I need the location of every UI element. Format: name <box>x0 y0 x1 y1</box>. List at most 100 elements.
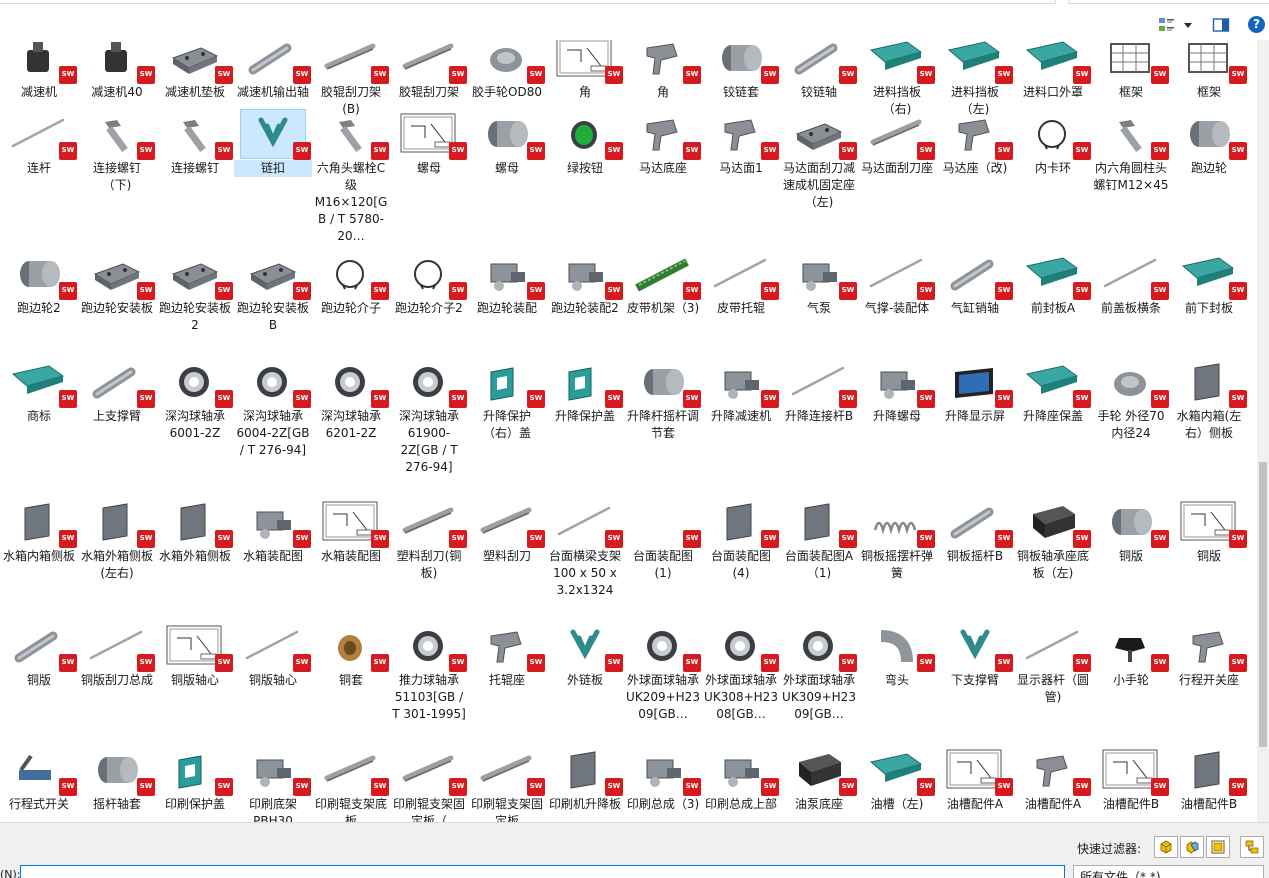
file-item[interactable]: 跑边轮 <box>1170 110 1248 177</box>
file-item[interactable]: 铰链套 <box>702 40 780 101</box>
file-item[interactable]: 水箱外箱侧板(左右) <box>78 498 156 582</box>
file-item[interactable]: 跑边轮2 <box>0 250 78 317</box>
scrollbar-thumb[interactable] <box>1259 462 1267 747</box>
file-item[interactable]: 行程开关座 <box>1170 622 1248 689</box>
search-box[interactable] <box>1068 0 1269 4</box>
file-item[interactable]: 铜版 <box>1092 498 1170 565</box>
file-item[interactable]: 外球面球轴承UK209+H2309[GB… <box>624 622 702 723</box>
file-item[interactable]: 升降显示屏 <box>936 358 1014 425</box>
file-item[interactable]: 印刷辊支架固定板（ <box>390 746 468 822</box>
file-item[interactable]: 连杆 <box>0 110 78 177</box>
file-item[interactable]: 深沟球轴承6004-2Z[GB / T 276-94] <box>234 358 312 459</box>
file-item[interactable]: 跑边轮介子 <box>312 250 390 317</box>
file-item[interactable]: 水箱装配图 <box>234 498 312 565</box>
file-item[interactable]: 铜板摇杆B <box>936 498 1014 565</box>
file-item[interactable]: 台面装配图(1) <box>624 498 702 582</box>
file-item[interactable]: 印刷底架PBH30 <box>234 746 312 822</box>
file-item[interactable]: 行程式开关 <box>0 746 78 813</box>
file-item[interactable]: 升降减速机 <box>702 358 780 425</box>
file-item[interactable]: 前封板A <box>1014 250 1092 317</box>
file-item[interactable]: 油槽配件B <box>1092 746 1170 813</box>
file-item[interactable]: 螺母 <box>390 110 468 177</box>
file-item[interactable]: 推力球轴承51103[GB / T 301-1995] <box>390 622 468 723</box>
file-item[interactable]: 印刷机升降板 <box>546 746 624 813</box>
file-item[interactable]: 显示器杆（圆管) <box>1014 622 1092 706</box>
file-item[interactable]: 升降保护（右）盖 <box>468 358 546 442</box>
filter-drawings-button[interactable] <box>1206 836 1230 858</box>
change-view-button[interactable] <box>1158 16 1176 34</box>
file-item[interactable]: 角 <box>624 40 702 101</box>
file-item[interactable]: 连接螺钉（下) <box>78 110 156 194</box>
file-item[interactable]: 印刷辊支架固定板 <box>468 746 546 822</box>
file-item[interactable]: 铜板轴承座底板（左) <box>1014 498 1092 582</box>
file-item[interactable]: 弯头 <box>858 622 936 689</box>
file-item[interactable]: 外球面球轴承UK309+H2309[GB… <box>780 622 858 723</box>
file-item[interactable]: 气缸销轴 <box>936 250 1014 317</box>
file-item[interactable]: 水箱装配图 <box>312 498 390 565</box>
file-item[interactable]: 马达面刮刀减速成机固定座（左) <box>780 110 858 211</box>
file-item[interactable]: 印刷总成上部 <box>702 746 780 813</box>
file-item[interactable]: 下支撑臂 <box>936 622 1014 689</box>
file-item[interactable]: 绿按钮 <box>546 110 624 177</box>
file-item[interactable]: 跑边轮介子2 <box>390 250 468 317</box>
file-item[interactable]: 上支撑臂 <box>78 358 156 425</box>
file-item[interactable]: 手轮 外径70 内径24 <box>1092 358 1170 442</box>
file-item[interactable]: 油槽（左) <box>858 746 936 813</box>
file-item[interactable]: 前盖板横条 <box>1092 250 1170 317</box>
file-item[interactable]: 连接螺钉 <box>156 110 234 177</box>
file-item[interactable]: 角 <box>546 40 624 101</box>
filename-input[interactable] <box>20 865 1065 878</box>
file-item[interactable]: 塑料刮刀 <box>468 498 546 565</box>
file-item[interactable]: 进料口外罩 <box>1014 40 1092 101</box>
file-item[interactable]: 深沟球轴承6201-2Z <box>312 358 390 442</box>
file-item[interactable]: 进料挡板（左) <box>936 40 1014 118</box>
file-item[interactable]: 进料挡板（右) <box>858 40 936 118</box>
file-item[interactable]: 台面横梁支架100 x 50 x 3.2x1324 <box>546 498 624 599</box>
file-item[interactable]: 深沟球轴承6001-2Z <box>156 358 234 442</box>
file-item[interactable]: 升降座保盖 <box>1014 358 1092 425</box>
file-item[interactable]: 油槽配件A <box>1014 746 1092 813</box>
file-item[interactable]: 升降连接杆B <box>780 358 858 425</box>
file-item[interactable]: 塑料刮刀(铜板) <box>390 498 468 582</box>
file-item[interactable]: 铜版轴心 <box>156 622 234 689</box>
file-item[interactable]: 升降螺母 <box>858 358 936 425</box>
file-item[interactable]: 跑边轮装配2 <box>546 250 624 317</box>
file-item[interactable]: 跑边轮安装板2 <box>156 250 234 334</box>
view-options-dropdown[interactable] <box>1182 16 1194 34</box>
file-item[interactable]: 内六角圆柱头螺钉M12×45 <box>1092 110 1170 194</box>
file-item[interactable]: 台面装配图(4) <box>702 498 780 582</box>
file-item[interactable]: 跑边轮安装板B <box>234 250 312 334</box>
file-item[interactable]: 铜版 <box>0 622 78 689</box>
file-item[interactable]: 印刷辊支架底板 <box>312 746 390 822</box>
address-bar[interactable] <box>0 0 1056 4</box>
file-item[interactable]: 水箱内箱(左右）侧板 <box>1170 358 1248 442</box>
file-item[interactable]: 印刷保护盖 <box>156 746 234 813</box>
help-button[interactable]: ? <box>1248 16 1266 34</box>
file-item[interactable]: 前下封板 <box>1170 250 1248 317</box>
filter-assemblies-button[interactable] <box>1180 836 1204 858</box>
file-item[interactable]: 铜版轴心 <box>234 622 312 689</box>
file-item[interactable]: 跑边轮安装板 <box>78 250 156 317</box>
file-item[interactable]: 气泵 <box>780 250 858 317</box>
file-item[interactable]: 皮带托辊 <box>702 250 780 317</box>
file-item[interactable]: 铜版 <box>1170 498 1248 565</box>
file-item[interactable]: 摇杆轴套 <box>78 746 156 813</box>
file-item[interactable]: 减速机40 <box>78 40 156 101</box>
file-item[interactable]: 印刷总成（3) <box>624 746 702 813</box>
file-item[interactable]: 链扣 <box>234 109 312 177</box>
file-item[interactable]: 六角头螺栓C级M16×120[GB / T 5780-20… <box>312 110 390 245</box>
file-item[interactable]: 水箱外箱侧板 <box>156 498 234 565</box>
vertical-scrollbar[interactable] <box>1257 40 1269 822</box>
file-item[interactable]: 螺母 <box>468 110 546 177</box>
file-item[interactable]: 铰链轴 <box>780 40 858 101</box>
file-item[interactable]: 小手轮 <box>1092 622 1170 689</box>
file-item[interactable]: 马达面刮刀座 <box>858 110 936 177</box>
file-item[interactable]: 油槽配件B <box>1170 746 1248 813</box>
file-item[interactable]: 减速机垫板 <box>156 40 234 101</box>
file-item[interactable]: 马达底座 <box>624 110 702 177</box>
file-item[interactable]: 减速机 <box>0 40 78 101</box>
file-item[interactable]: 马达面1 <box>702 110 780 177</box>
file-item[interactable]: 铜套 <box>312 622 390 689</box>
file-item[interactable]: 马达座（改) <box>936 110 1014 177</box>
file-item[interactable]: 皮带机架（3) <box>624 250 702 317</box>
